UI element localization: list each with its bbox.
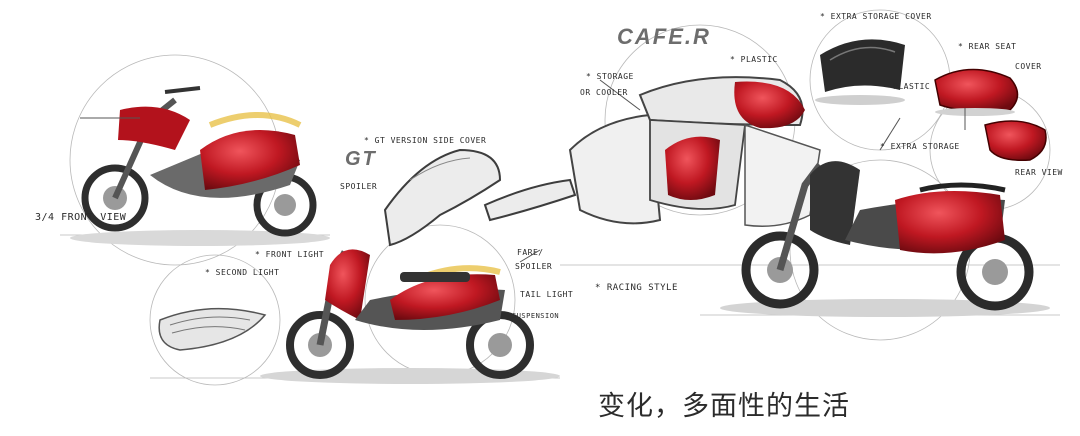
label-tail-light: TAIL LIGHT [520,290,574,299]
rear-seat-cover-sketch [934,68,1047,162]
label-suspension: SUSPENSION [512,312,560,320]
label-fare-spoiler: SPOILER [515,262,553,271]
label-front-view: 3/4 FRONT VIEW [35,212,127,223]
label-gt-side-cover: * GT VERSION SIDE COVER [364,136,487,145]
label-extra-storage-cover: * EXTRA STORAGE COVER [820,12,932,21]
label-extra-storage: * EXTRA STORAGE [880,142,960,151]
label-plastic: * PLASTIC [730,55,778,64]
extra-storage-cover-sketch [815,39,905,105]
label-fare: FARE/ [517,248,544,257]
label-plastic-2: PLASTIC [893,82,931,91]
caption-text: 变化，多面性的生活 [598,391,850,422]
scooter-side-view [260,249,560,384]
label-or-cooler: OR COOLER [580,88,628,97]
annotation-arrows [80,79,966,263]
light-detail-sketch [158,307,267,351]
label-front-light: * FRONT LIGHT [255,250,325,259]
label-rear-seat-cover: COVER [1015,62,1042,71]
scooter-cafe-racer [720,161,1050,317]
brand-cafe-r: CAFE.R [617,24,711,49]
seat-storage-sketch [568,76,821,227]
label-racing-style: * RACING STYLE [595,283,678,293]
scooter-front-view [70,86,330,246]
label-storage: * STORAGE [586,72,634,81]
gt-side-cover-sketch [383,148,577,247]
label-rear-seat: * REAR SEAT [958,42,1017,51]
label-second-light: * SECOND LIGHT [205,268,280,277]
label-spoiler: SPOILER [340,182,378,191]
brand-gt: GT [345,148,377,170]
label-rear-view: REAR VIEW [1015,168,1063,177]
